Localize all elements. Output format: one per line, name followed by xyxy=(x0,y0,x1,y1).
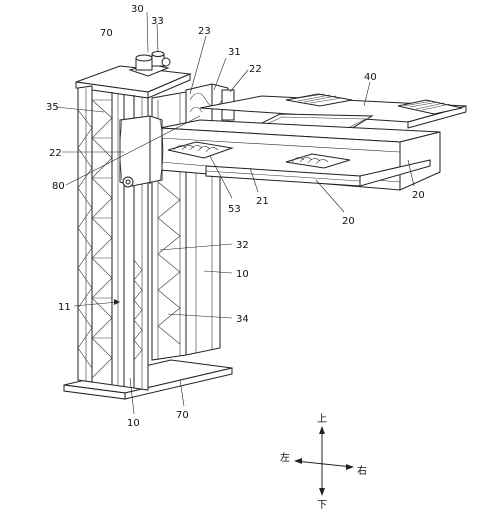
direction-up: 上 xyxy=(317,413,327,425)
label-10-bottom: 10 xyxy=(127,418,140,429)
label-20-right: 20 xyxy=(412,190,425,201)
label-22-right: 22 xyxy=(249,64,262,75)
reference-labels: 30 33 70 23 31 22 40 35 22 80 53 21 20 2… xyxy=(46,4,425,429)
label-23: 23 xyxy=(198,26,211,37)
direction-down: 下 xyxy=(317,500,327,511)
label-70-top: 70 xyxy=(100,28,113,39)
direction-right: 右 xyxy=(357,464,367,477)
label-32: 32 xyxy=(236,240,249,251)
arrow-down-icon xyxy=(319,488,325,496)
label-31: 31 xyxy=(228,47,241,58)
top-drive xyxy=(128,51,171,77)
label-30: 30 xyxy=(131,4,144,15)
label-21: 21 xyxy=(256,196,269,207)
label-70-bottom: 70 xyxy=(176,410,189,421)
label-34: 34 xyxy=(236,314,249,325)
label-10-right: 10 xyxy=(236,269,249,280)
label-20-lower: 20 xyxy=(342,216,355,227)
left-carriage xyxy=(119,115,164,188)
label-22-left: 22 xyxy=(49,148,62,159)
label-35: 35 xyxy=(46,102,59,113)
direction-left: 左 xyxy=(280,451,290,464)
crossbeam-frame xyxy=(159,93,467,191)
direction-compass: 上 下 左 右 xyxy=(280,413,367,511)
arrow-left-icon xyxy=(294,458,302,464)
label-40: 40 xyxy=(364,72,377,83)
label-33: 33 xyxy=(151,16,164,27)
arrow-up-icon xyxy=(319,426,325,434)
label-53: 53 xyxy=(228,204,241,215)
leader-lines xyxy=(55,11,415,415)
label-80: 80 xyxy=(52,181,65,192)
label-11: 11 xyxy=(58,302,71,313)
arrow-right-icon xyxy=(346,464,354,470)
roller-pads xyxy=(167,141,351,169)
